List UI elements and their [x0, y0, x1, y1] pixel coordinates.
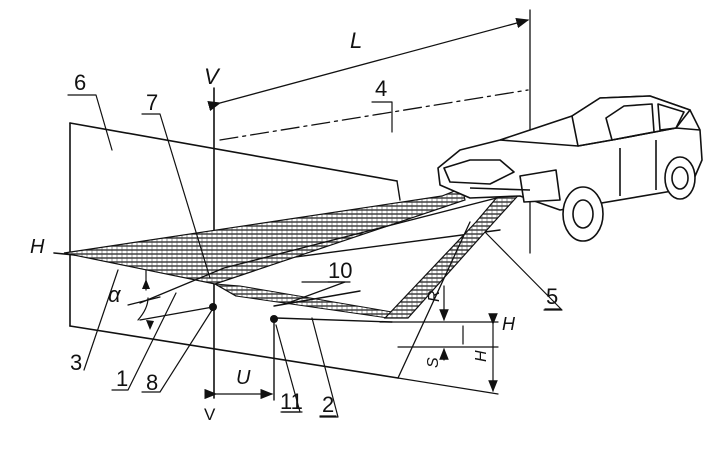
- label-alpha: α: [108, 282, 122, 307]
- label-2: 2: [322, 392, 334, 417]
- label-u: U: [236, 367, 251, 389]
- label-r: R: [426, 290, 443, 302]
- label-8: 8: [146, 370, 158, 395]
- label-l: L: [350, 28, 362, 53]
- label-10: 10: [328, 258, 352, 283]
- label-underlines: [281, 281, 561, 417]
- label-7: 7: [146, 90, 158, 115]
- label-v-bottom: V: [204, 405, 216, 424]
- screen-panel: [69, 122, 401, 379]
- diagram-labels: L V V H H α U R S H 1 2 3 4 5 6 7 8 10 1…: [30, 28, 558, 424]
- label-4: 4: [375, 76, 387, 101]
- reference-points: [209, 303, 278, 401]
- label-h-right: H: [502, 314, 516, 334]
- label-s: S: [425, 357, 442, 368]
- label-1: 1: [116, 366, 128, 391]
- label-h-left: H: [30, 236, 45, 258]
- point-8: [209, 303, 217, 311]
- label-5: 5: [546, 284, 558, 309]
- label-3: 3: [70, 350, 82, 375]
- label-11: 11: [280, 389, 303, 414]
- car-icon: [437, 95, 703, 242]
- label-6: 6: [74, 70, 86, 95]
- label-h-dim: H: [473, 350, 490, 362]
- height-dimensions: [379, 285, 499, 395]
- angle-alpha: [127, 269, 161, 330]
- label-v-top: V: [204, 64, 221, 89]
